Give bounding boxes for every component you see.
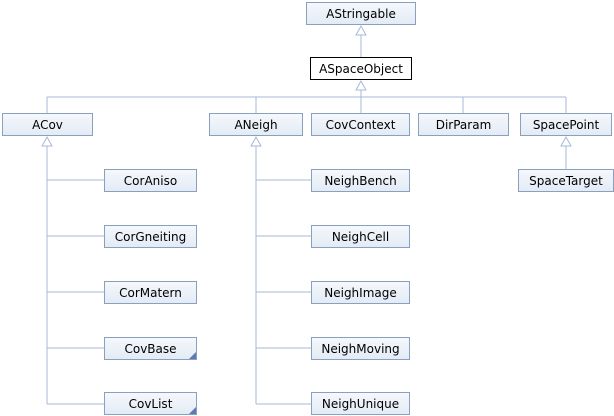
inheritance-arrow-icon [250, 135, 262, 147]
node-spacepoint[interactable]: SpacePoint [520, 113, 612, 136]
node-spacetarget[interactable]: SpaceTarget [518, 169, 614, 192]
node-neighcell[interactable]: NeighCell [311, 225, 410, 248]
inheritance-arrow-icon [355, 79, 367, 91]
node-astringable[interactable]: AStringable [306, 2, 416, 25]
node-neighbench[interactable]: NeighBench [311, 169, 410, 192]
node-corgneiting[interactable]: CorGneiting [104, 225, 197, 248]
node-aneigh[interactable]: ANeigh [209, 113, 303, 136]
has-children-marker-icon [189, 352, 196, 359]
node-covbase-label: CovBase [124, 341, 177, 356]
node-cormatern[interactable]: CorMatern [104, 281, 197, 304]
node-acov[interactable]: ACov [2, 113, 93, 136]
node-covbase[interactable]: CovBase [104, 337, 197, 360]
node-covlist-label: CovList [128, 396, 173, 411]
node-aspaceobject: ASpaceObject [310, 57, 412, 80]
inheritance-arrow-icon [560, 135, 572, 147]
node-dirparam[interactable]: DirParam [418, 113, 509, 136]
inheritance-arrow-icon [41, 135, 53, 147]
node-neighimage[interactable]: NeighImage [311, 281, 410, 304]
node-coraniso[interactable]: CorAniso [104, 169, 197, 192]
has-children-marker-icon [189, 407, 196, 414]
node-neighmoving[interactable]: NeighMoving [311, 337, 410, 360]
inheritance-arrow-icon [355, 24, 367, 36]
node-covlist[interactable]: CovList [104, 392, 197, 415]
node-covcontext[interactable]: CovContext [311, 113, 410, 136]
node-neighunique[interactable]: NeighUnique [311, 392, 410, 415]
